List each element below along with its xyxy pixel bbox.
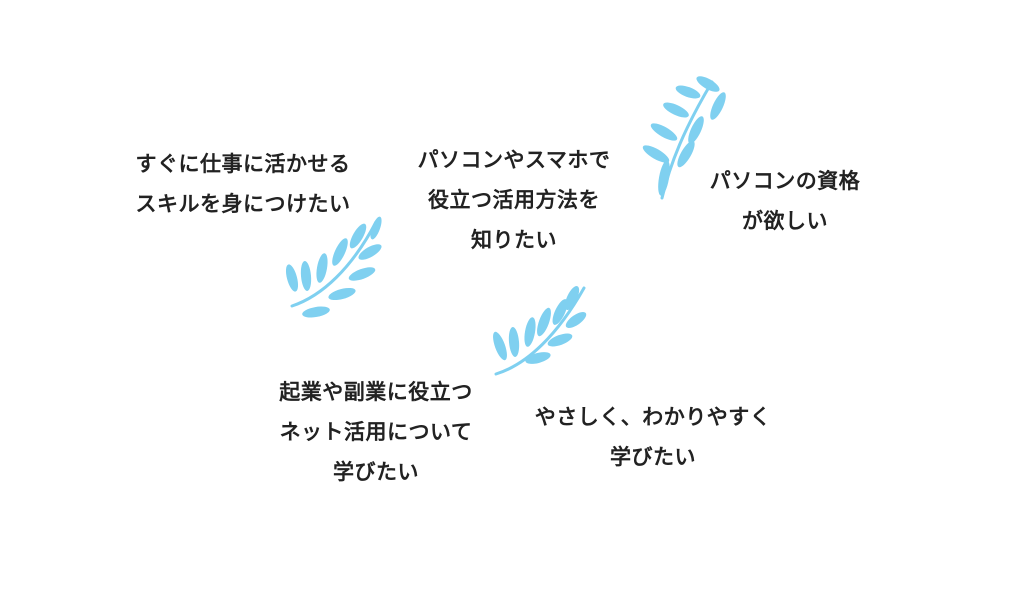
phrase-pc-smartphone: パソコンやスマホで 役立つ活用方法を 知りたい bbox=[398, 140, 630, 260]
phrase-line: スキルを身につけたい bbox=[135, 192, 351, 216]
leaf-branch-icon bbox=[642, 76, 726, 200]
phrase-line: 学びたい bbox=[610, 445, 696, 469]
phrase-business-internet: 起業や副業に役立つ ネット活用について 学びたい bbox=[258, 372, 494, 492]
phrase-line: 役立つ活用方法を bbox=[428, 188, 600, 212]
phrase-line: すぐに仕事に活かせる bbox=[135, 152, 351, 176]
phrase-pc-certification: パソコンの資格 が欲しい bbox=[690, 161, 880, 241]
phrase-line: 学びたい bbox=[333, 460, 419, 484]
phrase-skill-for-work: すぐに仕事に活かせる スキルを身につけたい bbox=[118, 144, 368, 224]
phrase-line: パソコンやスマホで bbox=[417, 148, 611, 172]
phrase-line: 知りたい bbox=[471, 228, 557, 252]
leaf-branch-icon bbox=[285, 216, 382, 318]
phrase-easy-learning: やさしく、わかりやすく 学びたい bbox=[528, 397, 778, 477]
phrase-line: 起業や副業に役立つ bbox=[279, 380, 473, 404]
phrase-line: ネット活用について bbox=[279, 420, 473, 444]
phrase-line: パソコンの資格 bbox=[709, 169, 861, 193]
phrase-line: やさしく、わかりやすく bbox=[534, 405, 772, 429]
leaf-branch-icon bbox=[493, 286, 587, 376]
phrase-line: が欲しい bbox=[742, 209, 828, 233]
